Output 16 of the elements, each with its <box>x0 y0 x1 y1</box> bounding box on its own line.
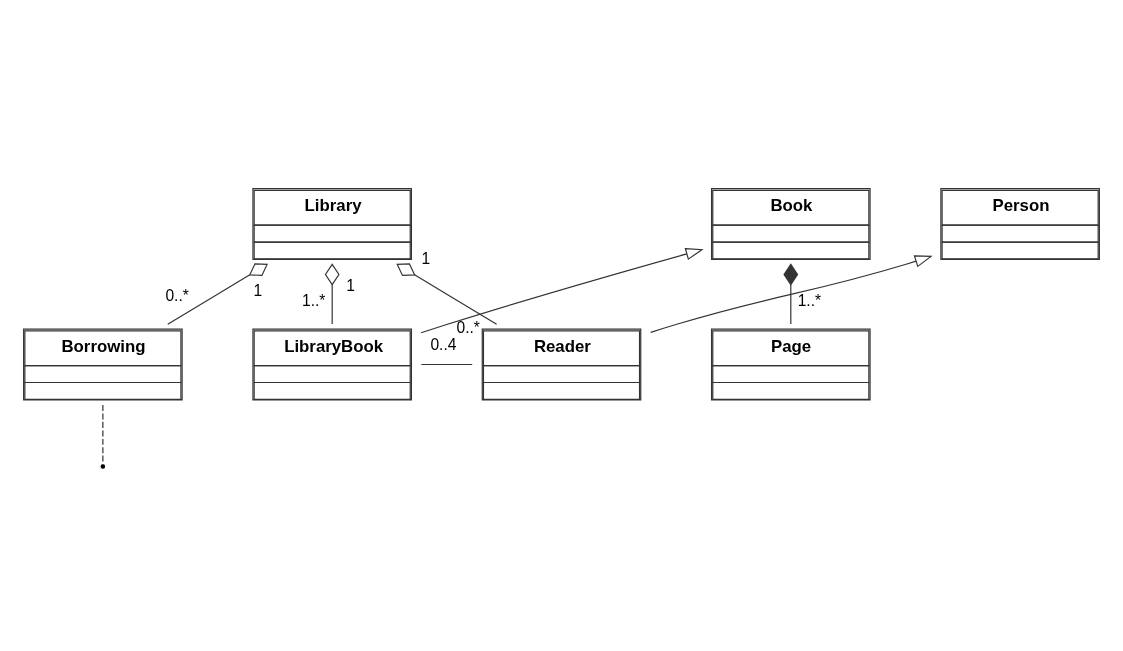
connector <box>420 363 473 365</box>
label: 1 <box>253 281 263 299</box>
label: 0..4 <box>430 335 457 353</box>
connector <box>324 262 340 325</box>
connector <box>783 262 799 325</box>
label: 0..* <box>456 318 480 336</box>
arrow <box>650 254 933 333</box>
connector <box>102 403 104 465</box>
connector <box>396 262 498 325</box>
label: 1 <box>421 249 431 267</box>
arrow <box>420 247 704 333</box>
label: 0..* <box>165 286 189 304</box>
label: 1..* <box>301 291 326 309</box>
label: 1..* <box>797 291 822 309</box>
label: 1 <box>346 276 356 294</box>
connector <box>167 262 268 325</box>
